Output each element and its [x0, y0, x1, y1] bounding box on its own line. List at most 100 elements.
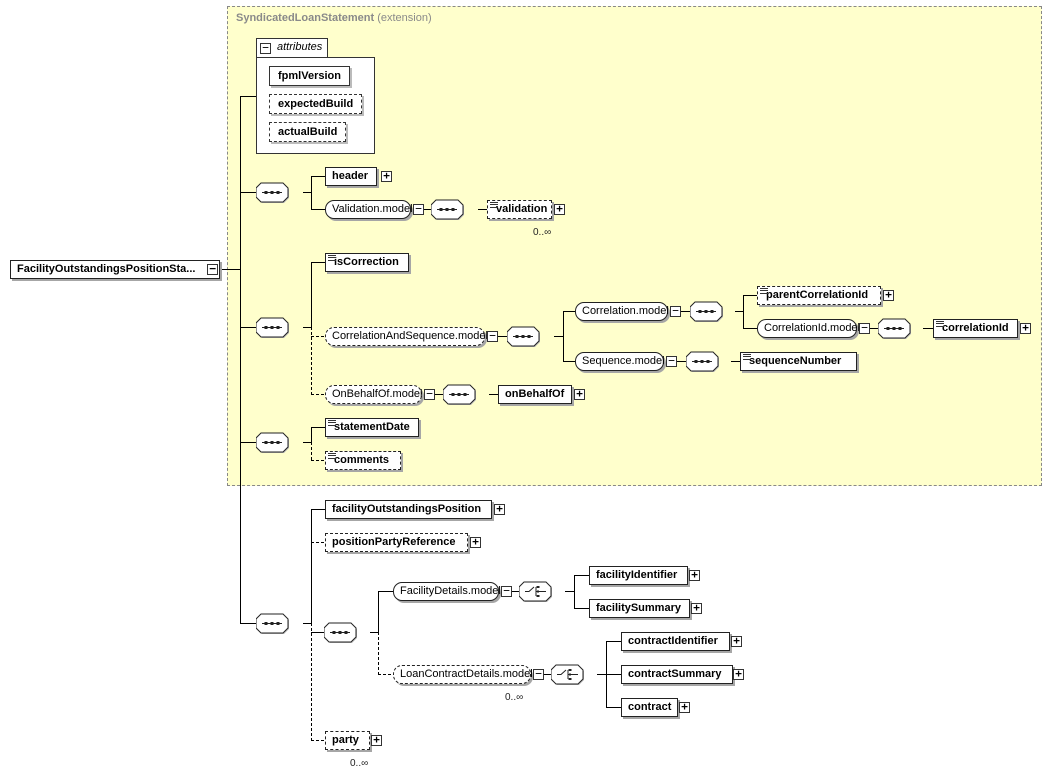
expand-icon[interactable]: +	[371, 734, 382, 746]
element-label: statementDate	[334, 421, 410, 433]
expand-icon[interactable]: +	[689, 569, 700, 581]
collapse-icon[interactable]: −	[859, 322, 870, 334]
sequence-compositor-icon[interactable]	[324, 622, 360, 644]
element-label: facilitySummary	[596, 602, 681, 614]
expand-icon[interactable]: +	[883, 289, 894, 301]
sequence-compositor-icon[interactable]	[443, 384, 479, 406]
element-statementDate[interactable]: statementDate	[325, 418, 419, 437]
expand-icon[interactable]: +	[1020, 322, 1031, 334]
group-label: Validation.model	[332, 203, 413, 215]
element-isCorrection[interactable]: isCorrection	[325, 253, 409, 272]
extension-title: SyndicatedLoanStatement (extension)	[236, 12, 432, 24]
element-label: isCorrection	[334, 256, 399, 268]
element-label: facilityIdentifier	[596, 569, 678, 581]
element-label: header	[332, 170, 369, 182]
sequence-compositor-icon[interactable]	[507, 326, 543, 348]
collapse-icon[interactable]: −	[666, 355, 677, 367]
group-label: Correlation.model	[582, 305, 669, 317]
simple-content-icon	[936, 321, 944, 327]
element-label: correlationId	[942, 322, 1009, 334]
element-label: facilityOutstandingsPosition	[332, 503, 482, 515]
element-facilityIdentifier[interactable]: facilityIdentifier +	[589, 566, 700, 585]
element-validation[interactable]: validation +	[487, 200, 565, 219]
expand-icon[interactable]: +	[574, 388, 585, 400]
attributes-tab[interactable]: − attributes	[256, 38, 328, 58]
element-label: parentCorrelationId	[766, 289, 869, 301]
expand-icon[interactable]: +	[679, 701, 690, 713]
attribute-actualBuild[interactable]: actualBuild	[269, 122, 347, 142]
element-header[interactable]: header +	[325, 167, 392, 186]
occurrence-label: 0..∞	[350, 758, 369, 769]
element-parentCorrelationId[interactable]: parentCorrelationId +	[757, 286, 894, 305]
sequence-compositor-icon[interactable]	[256, 317, 292, 339]
group-label: OnBehalfOf.model	[332, 388, 423, 400]
sequence-compositor-icon[interactable]	[690, 301, 726, 323]
occurrence-label: 0..∞	[533, 227, 552, 238]
expand-icon[interactable]: +	[554, 203, 565, 215]
expand-icon[interactable]: +	[470, 536, 481, 548]
sequence-compositor-icon[interactable]	[878, 318, 914, 340]
expand-icon[interactable]: +	[381, 170, 392, 182]
sequence-compositor-icon[interactable]	[431, 199, 467, 221]
element-positionPartyReference[interactable]: positionPartyReference +	[325, 533, 481, 552]
group-correlationId-model[interactable]: CorrelationId.model −	[757, 319, 870, 338]
group-label: FacilityDetails.model	[400, 585, 501, 597]
element-label: party	[332, 734, 359, 746]
group-sequence-model[interactable]: Sequence.model −	[575, 352, 677, 371]
element-contractSummary[interactable]: contractSummary +	[621, 665, 744, 684]
collapse-icon[interactable]: −	[413, 203, 424, 215]
simple-content-icon	[490, 202, 498, 208]
element-contract[interactable]: contract +	[621, 698, 690, 717]
group-correlation-model[interactable]: Correlation.model −	[575, 302, 681, 321]
group-validation-model[interactable]: Validation.model −	[325, 200, 424, 219]
attribute-expectedBuild[interactable]: expectedBuild	[269, 94, 363, 114]
collapse-icon[interactable]: −	[260, 42, 271, 54]
collapse-icon[interactable]: −	[533, 668, 544, 680]
sequence-compositor-icon[interactable]	[256, 613, 292, 635]
element-party[interactable]: party +	[325, 731, 382, 750]
element-label: onBehalfOf	[505, 388, 565, 400]
element-sequenceNumber[interactable]: sequenceNumber	[740, 352, 857, 371]
collapse-icon[interactable]: −	[670, 305, 681, 317]
expand-icon[interactable]: +	[731, 635, 742, 647]
element-facilitySummary[interactable]: facilitySummary +	[589, 599, 702, 618]
extension-name: SyndicatedLoanStatement	[236, 12, 375, 24]
element-facilityOutstandingsPosition[interactable]: facilityOutstandingsPosition +	[325, 500, 505, 519]
group-onBehalfOf-model[interactable]: OnBehalfOf.model −	[325, 385, 435, 404]
simple-content-icon	[743, 354, 751, 360]
expand-icon[interactable]: +	[494, 503, 505, 515]
collapse-icon[interactable]: −	[424, 388, 435, 400]
collapse-icon[interactable]: −	[207, 263, 218, 275]
group-facilityDetails-model[interactable]: FacilityDetails.model −	[393, 582, 512, 601]
group-loanContractDetails-model[interactable]: LoanContractDetails.model −	[393, 665, 544, 684]
element-contractIdentifier[interactable]: contractIdentifier +	[621, 632, 742, 651]
group-label: CorrelationId.model	[764, 322, 860, 334]
group-label: Sequence.model	[582, 355, 665, 367]
simple-content-icon	[328, 255, 336, 261]
choice-compositor-icon[interactable]	[551, 664, 587, 686]
collapse-icon[interactable]: −	[501, 585, 512, 597]
sequence-compositor-icon[interactable]	[686, 351, 722, 373]
group-label: LoanContractDetails.model	[400, 668, 533, 680]
group-correlation-and-sequence-model[interactable]: CorrelationAndSequence.model −	[325, 327, 498, 346]
sequence-compositor-icon[interactable]	[256, 432, 292, 454]
element-label: contractIdentifier	[628, 635, 718, 647]
expand-icon[interactable]: +	[691, 602, 702, 614]
sequence-compositor-icon[interactable]	[256, 182, 292, 204]
element-label: sequenceNumber	[749, 355, 842, 367]
element-comments[interactable]: comments	[325, 451, 401, 470]
attribute-fpmlVersion[interactable]: fpmlVersion	[269, 66, 350, 86]
expand-icon[interactable]: +	[733, 668, 744, 680]
collapse-icon[interactable]: −	[487, 330, 498, 342]
element-onBehalfOf[interactable]: onBehalfOf +	[498, 385, 585, 404]
choice-compositor-icon[interactable]	[519, 581, 555, 603]
element-label: contractSummary	[628, 668, 722, 680]
root-element[interactable]: FacilityOutstandingsPositionSta... −	[10, 260, 220, 279]
element-correlationId[interactable]: correlationId +	[933, 319, 1031, 338]
group-label: CorrelationAndSequence.model	[332, 330, 488, 342]
root-element-label: FacilityOutstandingsPositionSta...	[17, 263, 196, 275]
simple-content-icon	[328, 453, 336, 459]
element-label: comments	[334, 454, 390, 466]
